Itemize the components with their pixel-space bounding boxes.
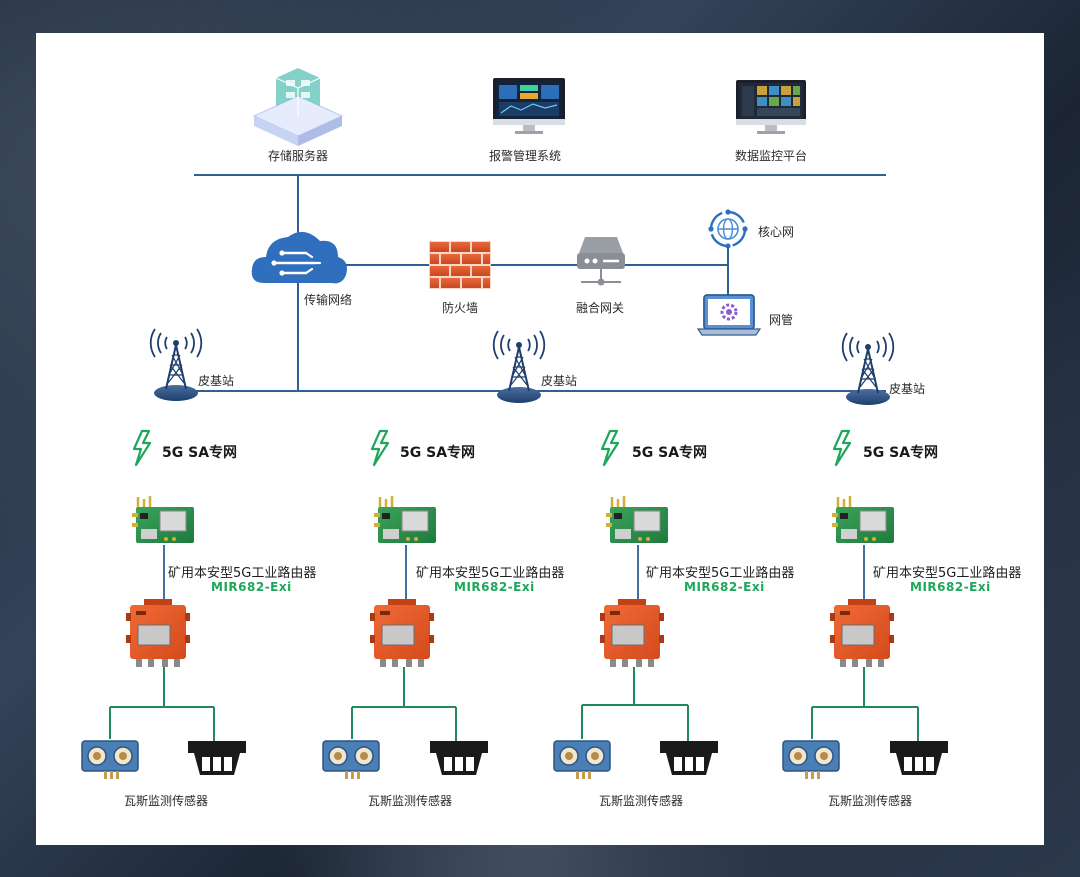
5g-bolt-icon: [832, 429, 852, 467]
5g-bolt-icon: [132, 429, 152, 467]
gas-sensor-icon: [553, 740, 611, 780]
gas-sensor-icon: [782, 740, 840, 780]
network-diagram: [81, 68, 948, 780]
diagram-panel: 存储服务器 报警管理系统 数据监控平台 传输网络 防火墙 融合网关 核心网 网管…: [36, 33, 1044, 845]
data-monitor-icon: [736, 80, 806, 134]
router-model: MIR682-Exi: [454, 580, 535, 594]
base-station-icon: [149, 328, 203, 402]
base-station-label: 皮基站: [198, 374, 235, 388]
network-label: 5G SA专网: [863, 445, 939, 461]
base-station-icon: [492, 330, 546, 404]
network-label: 5G SA专网: [632, 445, 708, 461]
transport-cloud-icon: [251, 231, 347, 284]
gateway-label: 融合网关: [575, 301, 625, 315]
industrial-router-icon: [604, 494, 670, 545]
base-station-label: 皮基站: [889, 382, 926, 396]
firewall-label: 防火墙: [441, 301, 479, 315]
gas-sensor-icon: [81, 740, 139, 780]
data-platform-label: 数据监控平台: [734, 149, 808, 163]
explosion-proof-box-icon: [125, 598, 191, 668]
industrial-router-icon: [130, 494, 196, 545]
router-model: MIR682-Exi: [910, 580, 991, 594]
explosion-proof-box-icon: [599, 598, 665, 668]
sensor-probe-icon: [890, 741, 948, 775]
sensor-probe-icon: [430, 741, 488, 775]
fusion-gateway-icon: [577, 237, 625, 286]
sensor-probe-icon: [660, 741, 718, 775]
alarm-system-label: 报警管理系统: [488, 149, 562, 163]
firewall-icon: [429, 241, 491, 289]
5g-bolt-icon: [370, 429, 390, 467]
router-model: MIR682-Exi: [684, 580, 765, 594]
router-name: 矿用本安型5G工业路由器: [168, 566, 317, 581]
core-network-label: 核心网: [758, 225, 795, 239]
alarm-monitor-icon: [493, 78, 565, 134]
5g-bolt-icon: [600, 429, 620, 467]
base-station-icon: [841, 332, 895, 406]
sensor-label: 瓦斯监测传感器: [598, 794, 684, 808]
network-label: 5G SA专网: [162, 445, 238, 461]
router-name: 矿用本安型5G工业路由器: [416, 566, 565, 581]
sensor-label: 瓦斯监测传感器: [123, 794, 209, 808]
router-name: 矿用本安型5G工业路由器: [873, 566, 1022, 581]
storage-server-label: 存储服务器: [267, 149, 329, 163]
explosion-proof-box-icon: [829, 598, 895, 668]
sensor-label: 瓦斯监测传感器: [827, 794, 913, 808]
core-network-icon: [708, 209, 748, 249]
base-station-label: 皮基站: [541, 374, 578, 388]
explosion-proof-box-icon: [369, 598, 435, 668]
nms-label: 网管: [769, 313, 794, 327]
industrial-router-icon: [372, 494, 438, 545]
sensor-label: 瓦斯监测传感器: [367, 794, 453, 808]
router-model: MIR682-Exi: [211, 580, 292, 594]
router-name: 矿用本安型5G工业路由器: [646, 566, 795, 581]
gas-sensor-icon: [322, 740, 380, 780]
sensor-probe-icon: [188, 741, 246, 775]
nms-laptop-icon: [696, 294, 762, 336]
transport-label: 传输网络: [303, 293, 353, 307]
storage-server-icon: [252, 68, 344, 146]
industrial-router-icon: [830, 494, 896, 545]
network-label: 5G SA专网: [400, 445, 476, 461]
